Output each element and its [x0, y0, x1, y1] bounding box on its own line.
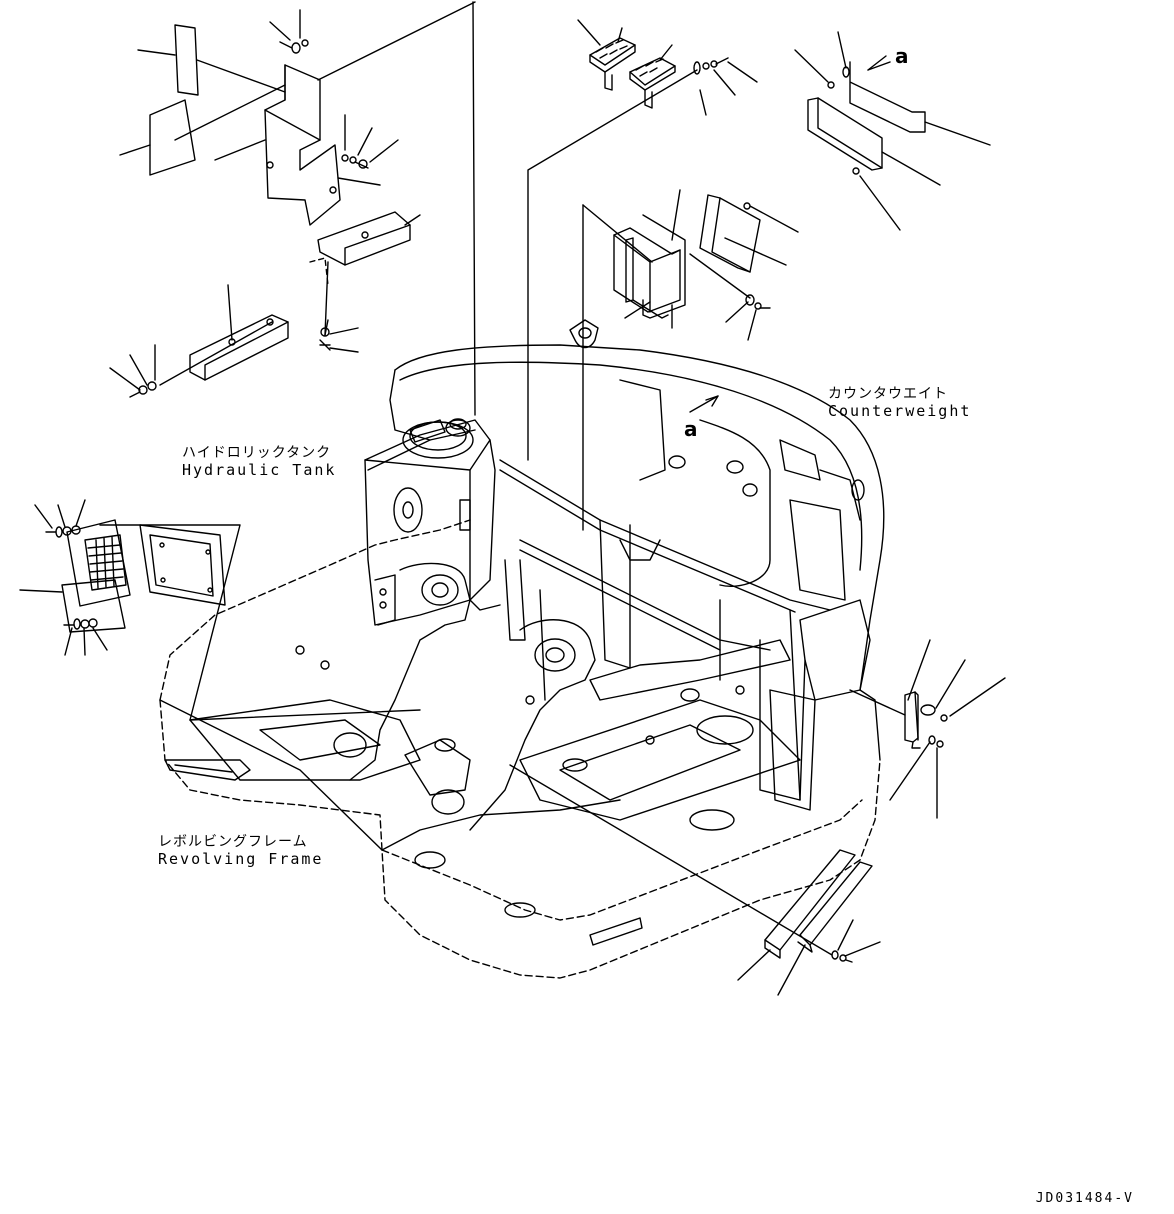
callout-a-top: a	[895, 44, 909, 68]
right-bracket	[850, 640, 1005, 818]
revolving-frame	[160, 320, 884, 978]
hydraulic-tank-label-jp: ハイドロリックタンク	[182, 445, 332, 461]
revolving-frame-label: レボルビングフレーム Revolving Frame	[158, 834, 323, 868]
hydraulic-tank	[365, 419, 500, 625]
hydraulic-tank-label: ハイドロリックタンク Hydraulic Tank	[182, 445, 336, 479]
counterweight-label-jp: カウンタウエイト	[828, 386, 948, 402]
left-grille-cover	[20, 500, 420, 720]
counterweight-label: カウンタウエイト Counterweight	[828, 386, 971, 420]
counterweight-arrow	[690, 396, 718, 412]
top-left-cover-parts	[110, 2, 475, 415]
revolving-frame-label-en: Revolving Frame	[158, 850, 324, 868]
center-box-cover	[583, 190, 798, 530]
callout-a-counterweight: a	[684, 417, 698, 441]
document-id: JD031484-V	[1035, 1191, 1134, 1206]
step-pads	[528, 20, 757, 460]
top-right-cover	[795, 32, 990, 230]
revolving-frame-label-jp: レボルビングフレーム	[158, 834, 308, 850]
bottom-right-strip	[510, 765, 880, 995]
counterweight-label-en: Counterweight	[828, 402, 972, 420]
hydraulic-tank-label-en: Hydraulic Tank	[182, 461, 337, 479]
